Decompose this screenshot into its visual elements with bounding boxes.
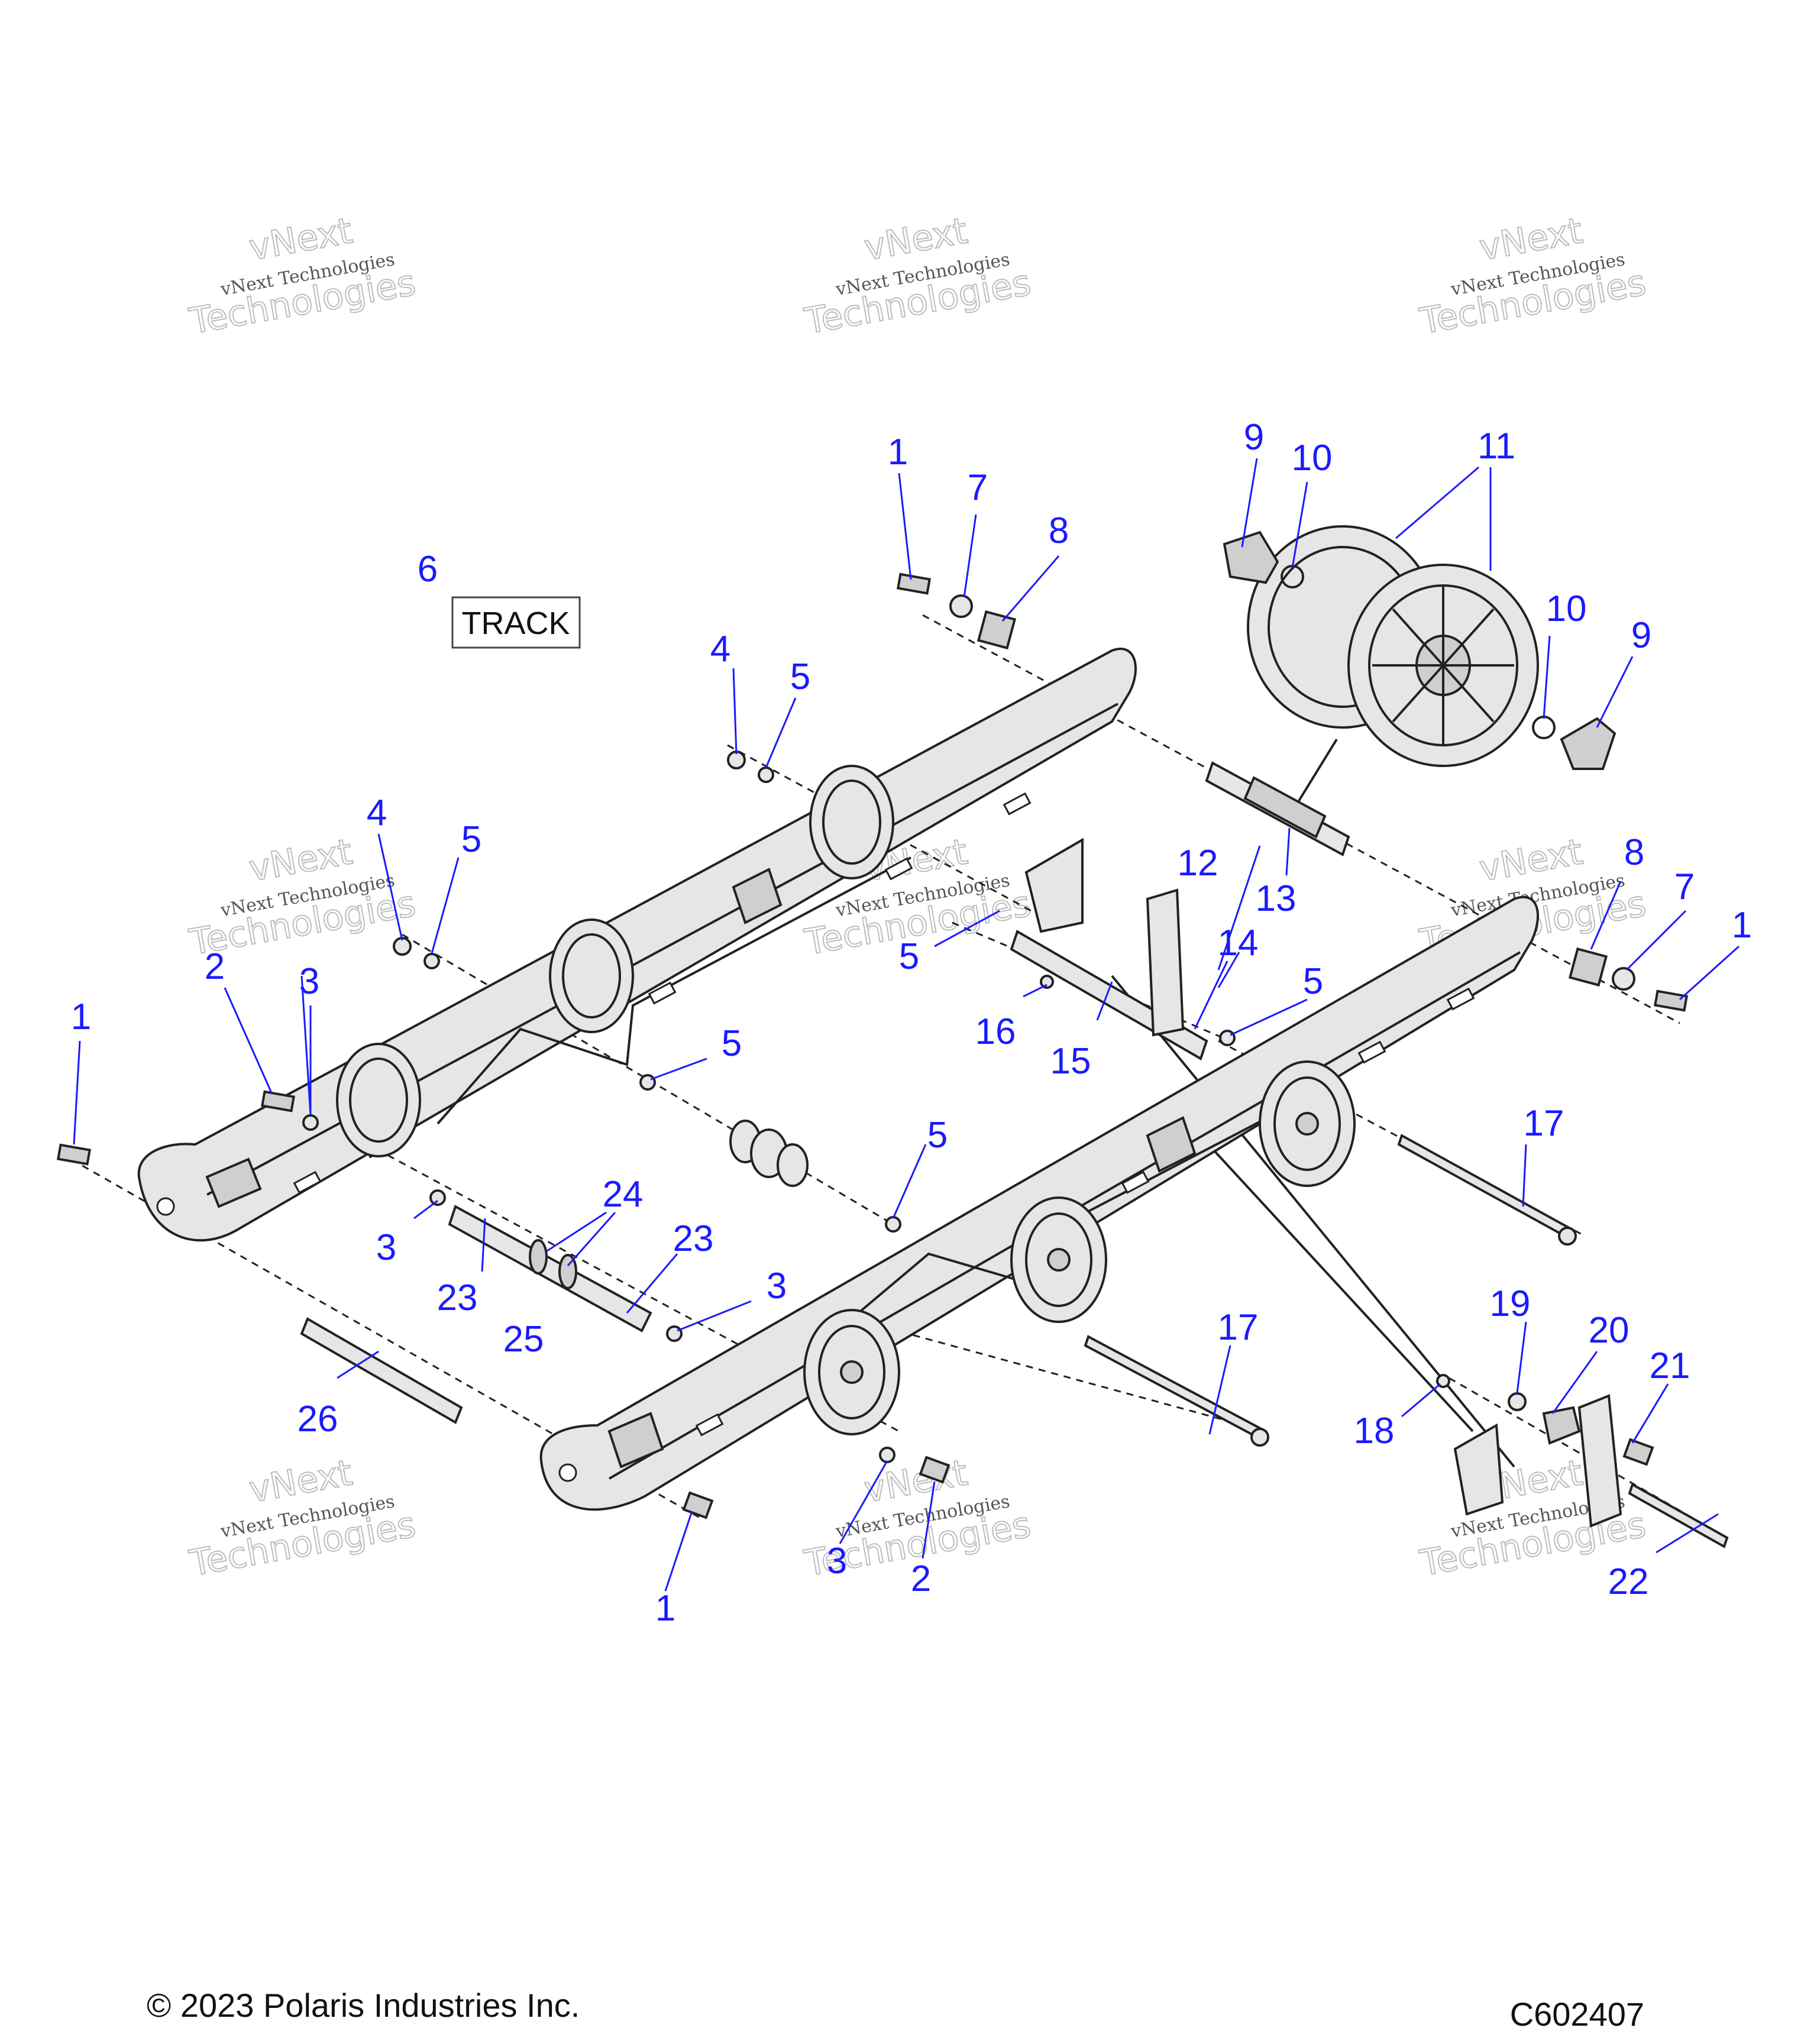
axle-23-24-25 — [448, 1205, 652, 1333]
callout-1: 1 — [71, 997, 91, 1037]
watermark: vNext vNext Technologies Technologies — [801, 209, 1034, 343]
left-rail — [137, 648, 1137, 1242]
bushing-9-right — [1560, 717, 1616, 770]
callout-5: 5 — [461, 819, 481, 860]
callout-16: 16 — [975, 1011, 1016, 1052]
callout-5: 5 — [790, 656, 810, 697]
watermark: vNext vNext Technologies Technologies — [186, 209, 419, 343]
ring-10-right — [1532, 716, 1556, 739]
axle-15 — [1010, 837, 1208, 1060]
spring-assembly — [729, 1120, 809, 1187]
callout-2: 2 — [911, 1558, 931, 1599]
callout-3: 3 — [299, 961, 319, 1002]
bolt-17-lower — [1084, 1335, 1268, 1442]
track-label: TRACK — [451, 596, 581, 649]
right-rail-wheel — [1259, 1060, 1356, 1187]
callout-18: 18 — [1354, 1411, 1395, 1451]
callout-20: 20 — [1589, 1310, 1630, 1351]
callout-11: 11 — [1477, 426, 1515, 467]
right-rail-wheel — [803, 1309, 900, 1435]
watermark: vNext vNext Technologies Technologies — [1416, 209, 1650, 343]
callout-8: 8 — [1624, 832, 1644, 873]
watermark: vNext vNext Technologies Technologies — [186, 1451, 419, 1585]
callout-15: 15 — [1050, 1041, 1091, 1082]
callout-3: 3 — [827, 1541, 847, 1581]
callout-10: 10 — [1546, 588, 1587, 629]
callout-24: 24 — [603, 1174, 644, 1215]
shaft-12-13 — [1205, 761, 1350, 856]
callout-7: 7 — [1674, 866, 1695, 907]
rod-26 — [300, 1317, 463, 1424]
callout-12: 12 — [1178, 843, 1218, 884]
diagram-code: C602407 — [1510, 1996, 1644, 2033]
callout-14: 14 — [1218, 923, 1259, 963]
callout-13: 13 — [1256, 878, 1297, 919]
callout-9: 9 — [1631, 615, 1651, 656]
callout-2: 2 — [205, 946, 225, 987]
callout-19: 19 — [1490, 1283, 1531, 1324]
bushing-9-left — [1223, 531, 1279, 584]
callout-8: 8 — [1049, 510, 1069, 551]
callout-1: 1 — [655, 1588, 675, 1629]
callout-17: 17 — [1524, 1103, 1564, 1144]
callout-7: 7 — [968, 467, 988, 508]
right-rail — [539, 895, 1539, 1511]
bolt-17-upper — [1397, 1134, 1575, 1241]
right-rail-wheel — [1010, 1196, 1107, 1323]
callout-4: 4 — [710, 629, 730, 670]
bolt-22 — [1628, 1483, 1729, 1548]
callout-26: 26 — [298, 1399, 338, 1440]
left-rail-wheel — [549, 918, 634, 1033]
callouts: 1 1 1 1 2 2 3 3 3 3 4 4 5 5 5 5 5 5 6 7 … — [71, 417, 1752, 1629]
idler-wheel-pair — [1247, 525, 1539, 767]
callout-23: 23 — [437, 1278, 478, 1318]
callout-21: 21 — [1650, 1346, 1690, 1386]
leader-lines — [73, 458, 1740, 1592]
callout-6: 6 — [418, 549, 438, 590]
bracket-18 — [1453, 1423, 1504, 1516]
watermark: vNext vNext Technologies Technologies — [186, 830, 419, 964]
left-rail-wheel — [336, 1043, 421, 1157]
callout-1: 1 — [1732, 905, 1752, 946]
copyright-text: © 2023 Polaris Industries Inc. — [147, 1987, 580, 2024]
callout-1: 1 — [888, 432, 908, 473]
callout-23: 23 — [673, 1218, 714, 1259]
callout-4: 4 — [367, 793, 387, 833]
callout-5: 5 — [1303, 961, 1323, 1002]
callout-22: 22 — [1608, 1561, 1649, 1602]
callout-17: 17 — [1218, 1307, 1259, 1348]
callout-3: 3 — [767, 1266, 787, 1306]
callout-5: 5 — [899, 936, 919, 977]
callout-5: 5 — [722, 1023, 742, 1064]
bracket-20 — [1542, 1406, 1581, 1445]
callout-3: 3 — [376, 1227, 396, 1268]
callout-9: 9 — [1244, 417, 1264, 458]
callout-10: 10 — [1292, 438, 1333, 478]
bracket-21 — [1577, 1394, 1622, 1528]
callout-25: 25 — [503, 1319, 544, 1360]
callout-5: 5 — [927, 1115, 948, 1156]
left-rail-wheel — [809, 765, 894, 879]
svg-text:TRACK: TRACK — [461, 606, 570, 641]
